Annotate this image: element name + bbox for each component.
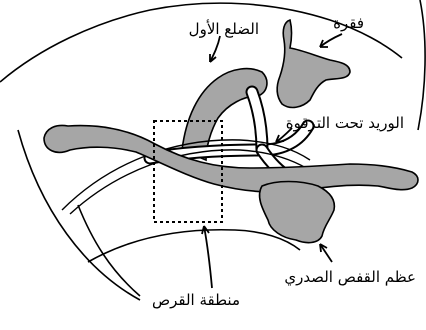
chest-wall-outer bbox=[78, 205, 140, 296]
sternum bbox=[260, 182, 335, 243]
label-vertebra: فقرة bbox=[333, 14, 364, 32]
chest-wall-inner bbox=[88, 230, 300, 262]
label-subclavian-vein: الوريد تحت الترقوة bbox=[286, 114, 404, 132]
arm-contour bbox=[18, 130, 140, 300]
neck-contour bbox=[418, 0, 425, 130]
label-sternum: عظم القفص الصدري bbox=[284, 268, 416, 287]
puncture-area-arrow bbox=[204, 226, 212, 288]
clavicle bbox=[44, 126, 418, 193]
label-first-rib: الضلع الأول bbox=[189, 19, 259, 38]
label-puncture-area: منطقة القرص bbox=[152, 291, 240, 309]
vertebra bbox=[277, 20, 350, 107]
